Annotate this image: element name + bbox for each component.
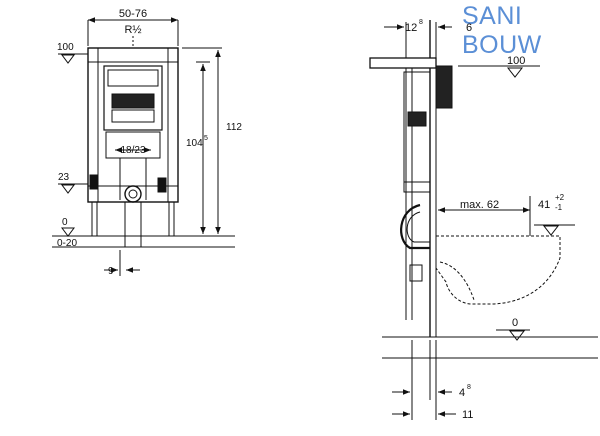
cistern bbox=[103, 65, 163, 131]
dim-41-tol-minus: -1 bbox=[555, 203, 563, 212]
dim-112-label: 112 bbox=[226, 122, 242, 133]
level-floor-range-label: 0-20 bbox=[57, 238, 77, 249]
dim-104-label: 104 bbox=[186, 138, 203, 149]
dim-12-label: 12 bbox=[405, 22, 417, 34]
top-bracket bbox=[369, 57, 437, 69]
side-view-labels: 12 8 6 100 max. 62 41 +2 -1 0 4 8 11 bbox=[405, 19, 565, 421]
dim-width-label: 50-76 bbox=[119, 8, 147, 20]
toilet-bowl bbox=[435, 235, 561, 305]
drain-outlet bbox=[124, 185, 142, 203]
dim-104-sup: 5 bbox=[204, 135, 208, 142]
front-view bbox=[52, 17, 235, 276]
side-level-100-label: 100 bbox=[507, 55, 525, 67]
dim-4-sup: 8 bbox=[467, 384, 471, 391]
dim-12-sup: 8 bbox=[419, 19, 423, 26]
level-23-label: 23 bbox=[58, 172, 70, 183]
level-100-label: 100 bbox=[57, 42, 74, 53]
level-0-label: 0 bbox=[62, 217, 68, 228]
dim-inner-label: 18/23 bbox=[120, 145, 145, 156]
dim-max-62-label: max. 62 bbox=[460, 199, 499, 211]
side-view bbox=[369, 20, 598, 420]
dim-11-label: 11 bbox=[462, 409, 473, 421]
side-cistern bbox=[403, 71, 431, 183]
brand-logo: SANI BOUW bbox=[462, 2, 542, 59]
drain-pipe bbox=[400, 203, 430, 250]
flush-plate bbox=[435, 65, 453, 109]
dim-41-label: 41 bbox=[538, 199, 550, 211]
dim-thread-label: R½ bbox=[124, 24, 141, 36]
cistern-label bbox=[111, 93, 155, 109]
dim-6-label: 6 bbox=[466, 22, 472, 34]
dim-4-label: 4 bbox=[459, 387, 465, 399]
front-view-labels: 50-76 R½ 18/23 100 23 0 0-20 112 104 5 9 bbox=[57, 8, 242, 277]
side-level-0-label: 0 bbox=[512, 317, 518, 329]
dim-9-label: 9 bbox=[108, 266, 114, 277]
dim-41-tol-plus: +2 bbox=[555, 193, 565, 202]
